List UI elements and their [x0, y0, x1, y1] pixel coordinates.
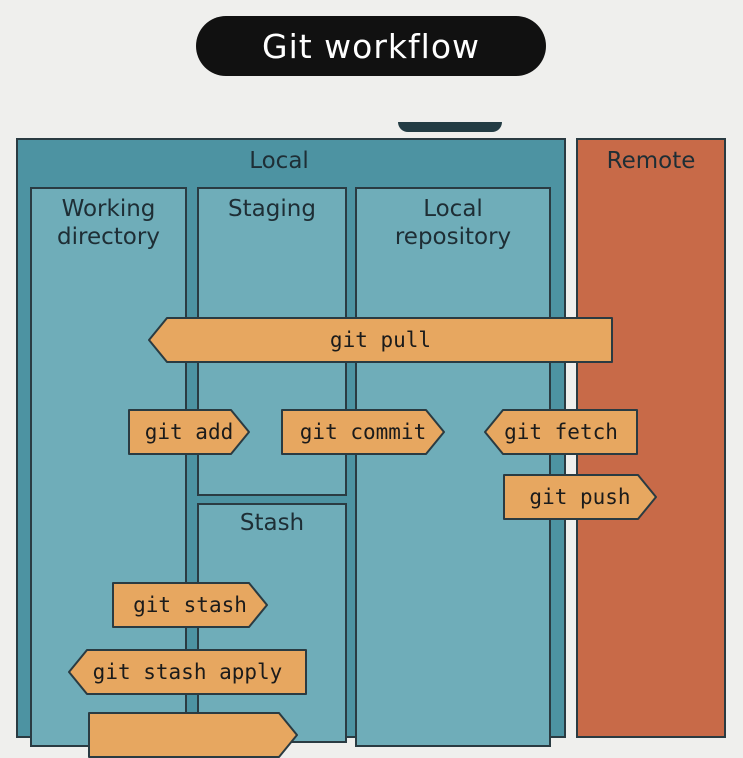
git-push-arrow: git push [503, 474, 657, 520]
git-add-label: git add [144, 420, 234, 444]
git-fetch-arrow-shape [484, 409, 638, 455]
partial-arrow-bottom-shape [88, 712, 298, 758]
git-pull-arrow-shape [148, 317, 613, 363]
git-fetch-label: git fetch [504, 420, 618, 444]
ink-smudge [398, 122, 502, 132]
arrow-body [88, 712, 298, 758]
git-commit-arrow: git commit [281, 409, 445, 455]
remote-heading: Remote [606, 148, 696, 174]
git-stash-arrow: git stash [112, 582, 268, 628]
git-fetch-arrow: git fetch [484, 409, 638, 455]
staging-heading: Staging [228, 196, 316, 222]
arrow-body [484, 409, 638, 455]
git-pull-arrow: git pull [148, 317, 613, 363]
git-add-arrow-shape [128, 409, 250, 455]
arrow-body [128, 409, 250, 455]
arrow-body [112, 582, 268, 628]
working-directory-heading: Working directory [57, 196, 160, 250]
local-repository-heading: Local repository [394, 196, 512, 250]
git-stash-apply-label: git stash apply [92, 660, 283, 684]
local-heading: Local [249, 148, 309, 174]
arrow-body [281, 409, 445, 455]
arrow-body [503, 474, 657, 520]
partial-arrow-bottom [88, 712, 298, 758]
git-add-arrow: git add [128, 409, 250, 455]
git-push-arrow-shape [503, 474, 657, 520]
arrow-body [68, 649, 307, 695]
git-stash-arrow-shape [112, 582, 268, 628]
arrow-body [148, 317, 613, 363]
git-stash-apply-arrow-shape [68, 649, 307, 695]
git-pull-label: git pull [329, 328, 432, 352]
diagram-title: Git workflow [196, 16, 546, 76]
stash-heading: Stash [239, 510, 305, 536]
git-commit-arrow-shape [281, 409, 445, 455]
local-repository-column [355, 187, 551, 747]
git-stash-label: git stash [133, 593, 247, 617]
git-stash-apply-arrow: git stash apply [68, 649, 307, 695]
git-push-label: git push [529, 485, 631, 509]
git-commit-label: git commit [299, 420, 427, 444]
